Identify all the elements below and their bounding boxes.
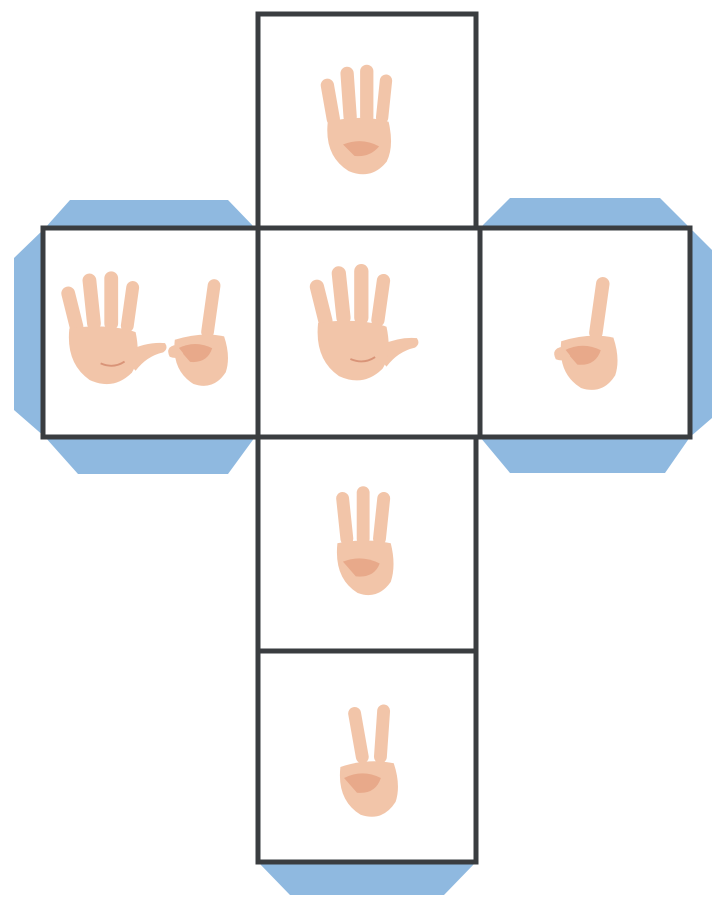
glue-tab-left-bottom <box>45 437 255 474</box>
glue-tab-right-top <box>480 198 690 228</box>
glue-tab-left-top <box>45 200 255 228</box>
face-right <box>480 228 690 437</box>
glue-tab-right-side <box>690 228 712 437</box>
three-fingers-hand-icon <box>336 486 394 595</box>
glue-tab-left-side <box>14 228 45 437</box>
glue-tab-right-bottom <box>480 437 690 473</box>
glue-tab-bottom <box>258 862 476 895</box>
